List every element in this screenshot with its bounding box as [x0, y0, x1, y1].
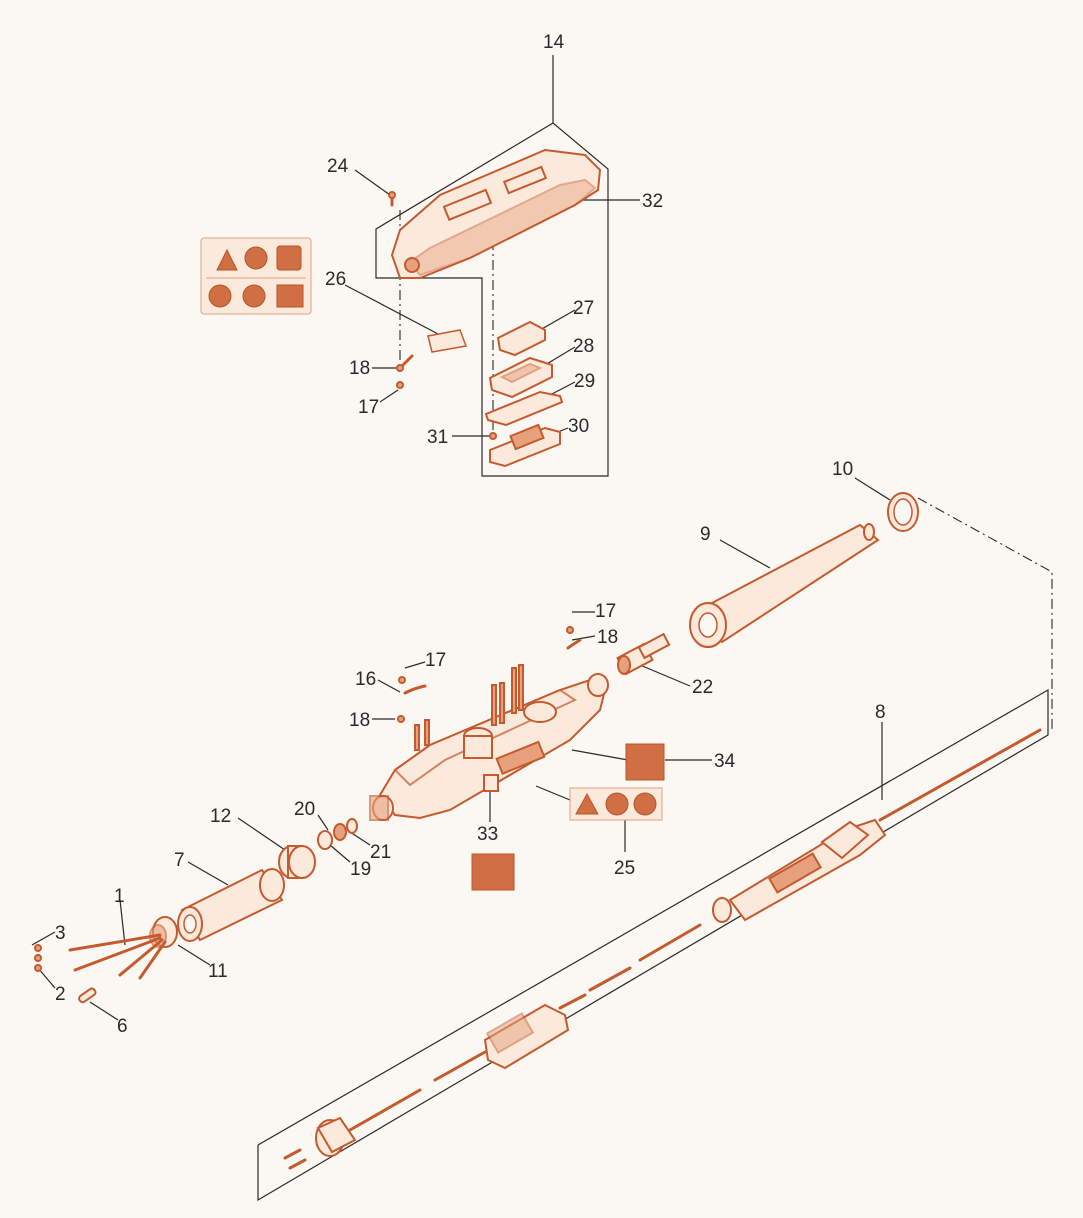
- switch-assembly: [484, 320, 564, 468]
- part-6-pin: [78, 987, 97, 1004]
- part-7-tube: [177, 868, 285, 942]
- part-10-ring: [887, 492, 919, 532]
- callout-18-left: 18: [349, 710, 370, 731]
- washers: [317, 818, 358, 850]
- callout-11: 11: [208, 961, 228, 982]
- callout-17-right: 17: [595, 601, 616, 622]
- callout-6: 6: [117, 1016, 128, 1037]
- callout-17-left: 17: [425, 650, 446, 671]
- callout-30: 30: [568, 416, 589, 437]
- callout-19: 19: [350, 859, 371, 880]
- callout-18-upper: 18: [349, 358, 370, 379]
- screws-mid-left: [397, 676, 427, 723]
- callout-labels: 14 24 32 26 27 28 29 30 31 18 17 10 9 17…: [55, 32, 886, 1037]
- screws-mid-right: [566, 626, 582, 650]
- part-1-wires: [34, 933, 167, 980]
- warning-decal-panel: [200, 237, 312, 315]
- callout-25: 25: [614, 858, 635, 879]
- part-12-ring: [278, 845, 316, 879]
- callout-7: 7: [174, 850, 185, 871]
- part-33-label: [471, 853, 515, 891]
- callout-26: 26: [325, 269, 346, 290]
- callout-28: 28: [573, 336, 594, 357]
- part-9-sleeve: [689, 523, 880, 648]
- part-8-cable: [283, 728, 1042, 1170]
- callout-1: 1: [114, 886, 125, 907]
- callout-10: 10: [832, 459, 853, 480]
- callout-3: 3: [55, 923, 66, 944]
- callout-17-upper: 17: [358, 397, 379, 418]
- callout-16: 16: [355, 669, 376, 690]
- callout-20: 20: [294, 799, 315, 820]
- part-34-label: [625, 743, 665, 781]
- callout-31: 31: [427, 427, 448, 448]
- callout-8: 8: [875, 702, 886, 723]
- callout-18-right: 18: [597, 627, 618, 648]
- callout-27: 27: [573, 298, 594, 319]
- part-26-decal: [427, 329, 468, 353]
- callout-33: 33: [477, 824, 498, 845]
- part-22-connector: [616, 632, 671, 676]
- housing-cover: [388, 148, 602, 279]
- callout-12: 12: [210, 806, 231, 827]
- callout-9: 9: [700, 524, 711, 545]
- callout-29: 29: [574, 371, 595, 392]
- lower-housing: [369, 664, 609, 821]
- callout-24: 24: [327, 156, 349, 177]
- callout-2: 2: [55, 984, 66, 1005]
- callout-21: 21: [370, 842, 391, 863]
- screws-upper: [396, 354, 414, 389]
- callout-22: 22: [692, 677, 713, 698]
- part-25-label: [569, 787, 663, 821]
- callout-34: 34: [714, 751, 736, 772]
- callout-32: 32: [642, 191, 663, 212]
- callout-14: 14: [543, 32, 565, 53]
